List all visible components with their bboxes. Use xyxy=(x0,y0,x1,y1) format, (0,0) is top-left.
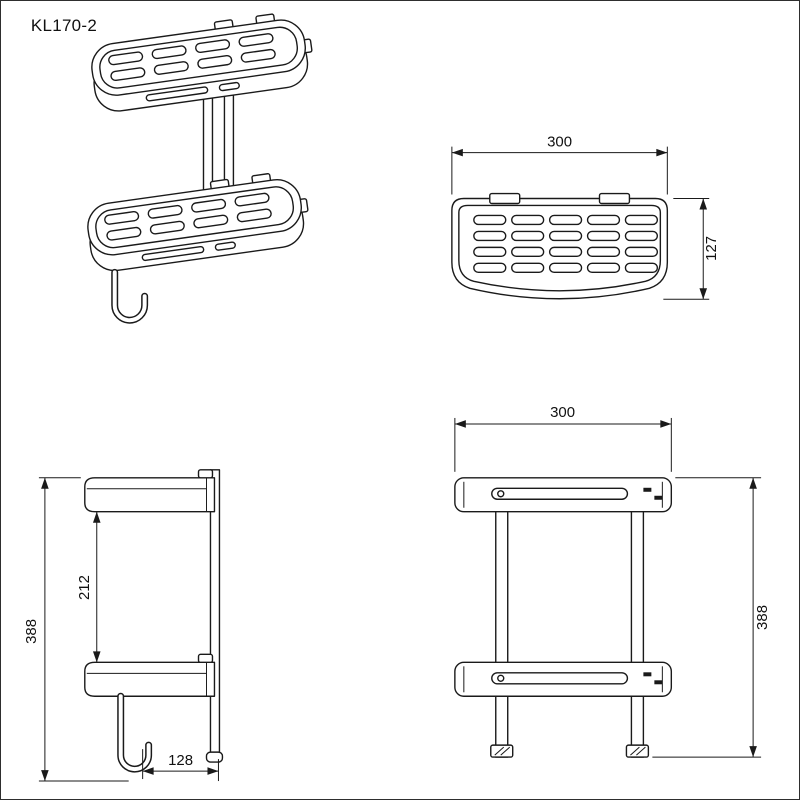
product-code: KL170-2 xyxy=(31,16,97,35)
basket-outline-top xyxy=(451,197,669,300)
dim-label-side-height: 388 xyxy=(23,619,40,644)
towel-hook-side xyxy=(117,692,153,773)
dim-side-height: 388 xyxy=(23,477,129,782)
wall-posts-front xyxy=(495,499,645,758)
rail-end-cap xyxy=(205,751,224,763)
dim-label-top-width: 300 xyxy=(547,134,572,151)
mount-clip-right xyxy=(598,192,631,205)
dim-label-front-width: 300 xyxy=(550,404,575,421)
top-shelf-side xyxy=(84,469,216,513)
upper-basket xyxy=(87,8,318,115)
basket-slots-top xyxy=(473,214,659,274)
top-view: 300 127 xyxy=(451,134,720,300)
top-shelf-front xyxy=(454,477,673,513)
dim-front-width: 300 xyxy=(454,404,672,472)
dim-label-front-height: 388 xyxy=(754,605,771,630)
bottom-shelf-front xyxy=(454,661,673,697)
dim-side-spacing: 212 xyxy=(76,511,101,663)
towel-hook xyxy=(111,268,149,324)
dim-label-top-depth: 127 xyxy=(703,236,720,261)
basket-rim-inner xyxy=(458,204,662,292)
dim-label-side-depth: 128 xyxy=(168,752,193,769)
dim-front-height: 388 xyxy=(652,477,771,758)
dim-top-width: 300 xyxy=(451,134,668,195)
isometric-view xyxy=(83,8,318,324)
side-view: 388 212 128 xyxy=(23,469,224,782)
front-view: 300 388 xyxy=(454,404,771,758)
post-feet xyxy=(490,744,650,758)
dim-label-side-spacing: 212 xyxy=(76,575,93,600)
bottom-shelf-side xyxy=(84,653,216,697)
mount-clip-left xyxy=(489,192,521,205)
lower-basket xyxy=(83,168,314,275)
dim-top-depth: 127 xyxy=(663,198,720,300)
wall-rail-side xyxy=(209,469,221,755)
dim-side-depth: 128 xyxy=(142,749,219,782)
